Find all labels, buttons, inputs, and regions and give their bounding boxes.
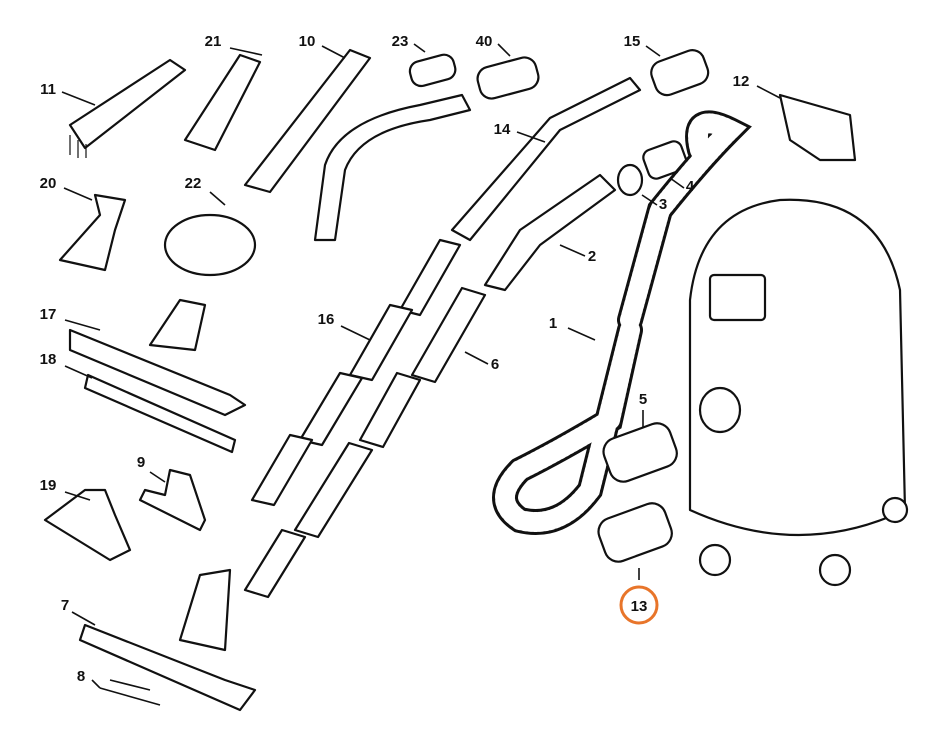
part-label-8: 8: [77, 668, 85, 685]
leader-line-23: [413, 43, 426, 53]
part-10-bent-tube: [243, 48, 372, 194]
part-label-9: 9: [137, 454, 145, 471]
leader-line-20: [63, 187, 93, 201]
part-label-18: 18: [40, 351, 57, 368]
leader-line-19: [64, 491, 91, 501]
leader-line-6: [464, 351, 489, 365]
leader-line-1: [567, 327, 596, 341]
part-label-5: 5: [639, 391, 647, 408]
part-label-40: 40: [476, 33, 493, 50]
part-label-1: 1: [549, 315, 557, 332]
part-3-ring: [616, 163, 644, 197]
part-13-adapter: [597, 502, 673, 563]
part-23-adapter: [408, 53, 457, 88]
part-label-4: 4: [686, 178, 695, 195]
leader-line-18: [64, 365, 93, 379]
part-label-17: 17: [40, 306, 57, 323]
part-17-floor-nozzle: [68, 298, 247, 417]
part-label-2: 2: [588, 248, 596, 265]
part-label-11: 11: [40, 81, 56, 98]
part-wand-curved: [313, 93, 472, 242]
leader-line-15: [645, 45, 661, 57]
part-21-crevice-nozzle: [183, 53, 262, 152]
part-8-strips: [99, 679, 161, 706]
part-12-holder: [778, 93, 857, 162]
part-7-combi-nozzle: [78, 568, 257, 712]
part-40-adapter: [476, 56, 540, 100]
part-label-20: 20: [40, 175, 57, 192]
part-label-13: 13: [631, 598, 648, 615]
part-19-nozzle: [43, 488, 132, 562]
part-22-round-brush: [163, 213, 257, 277]
part-label-6: 6: [491, 356, 499, 373]
part-14-hose-handle: [450, 76, 642, 242]
part-labels: 11 21 10 23 40 15 12 14 20 22 3 4 2 17 16 1 18 6 5 9 19 7 8 13: [40, 33, 781, 689]
leader-line-11: [61, 91, 96, 106]
wheel: [698, 543, 732, 577]
leader-line-40: [497, 43, 511, 57]
part-label-10: 10: [299, 33, 316, 50]
part-6-tubes: [243, 286, 487, 599]
part-11-upholstery-brush: [68, 58, 187, 158]
part-label-14: 14: [494, 121, 511, 138]
control-panel: [708, 273, 767, 322]
leader-line-2: [559, 244, 586, 257]
part-label-22: 22: [185, 175, 202, 192]
leader-line-9: [149, 471, 166, 483]
leader-line-4: [669, 177, 685, 189]
part-label-12: 12: [733, 73, 750, 90]
part-label-7: 7: [61, 597, 69, 614]
wheel: [881, 496, 909, 524]
part-label-3: 3: [659, 196, 667, 213]
hose-ribbing: [495, 113, 747, 532]
part-drawings: [43, 48, 909, 712]
leader-line-12: [756, 85, 781, 99]
part-16-tubes: [250, 238, 462, 507]
part-5-adapter: [602, 422, 678, 483]
leader-line-3: [641, 194, 658, 206]
part-label-19: 19: [40, 477, 57, 494]
part-9-nozzle: [138, 468, 207, 532]
highlight-circle: [619, 585, 659, 625]
leader-line-8: [91, 679, 101, 689]
leader-line-7: [71, 611, 96, 626]
part-20-nozzle: [58, 193, 127, 272]
part-2-handle: [483, 173, 617, 292]
leader-line-17: [64, 319, 101, 331]
part-label-21: 21: [205, 33, 222, 50]
part-4-coupling: [642, 140, 688, 180]
vacuum-cleaner-body: [688, 198, 909, 587]
hose-inlet: [698, 386, 742, 434]
part-label-23: 23: [392, 33, 409, 50]
part-label-15: 15: [624, 33, 641, 50]
leader-line-22: [209, 191, 226, 206]
leader-line-10: [321, 45, 346, 59]
part-18-brush-strip: [83, 373, 237, 454]
part-label-16: 16: [318, 311, 335, 328]
wheel: [818, 553, 852, 587]
leader-line-21: [229, 47, 263, 56]
leader-line-14: [516, 131, 546, 143]
part-15-connector: [650, 49, 710, 97]
leader-line-16: [340, 325, 371, 341]
